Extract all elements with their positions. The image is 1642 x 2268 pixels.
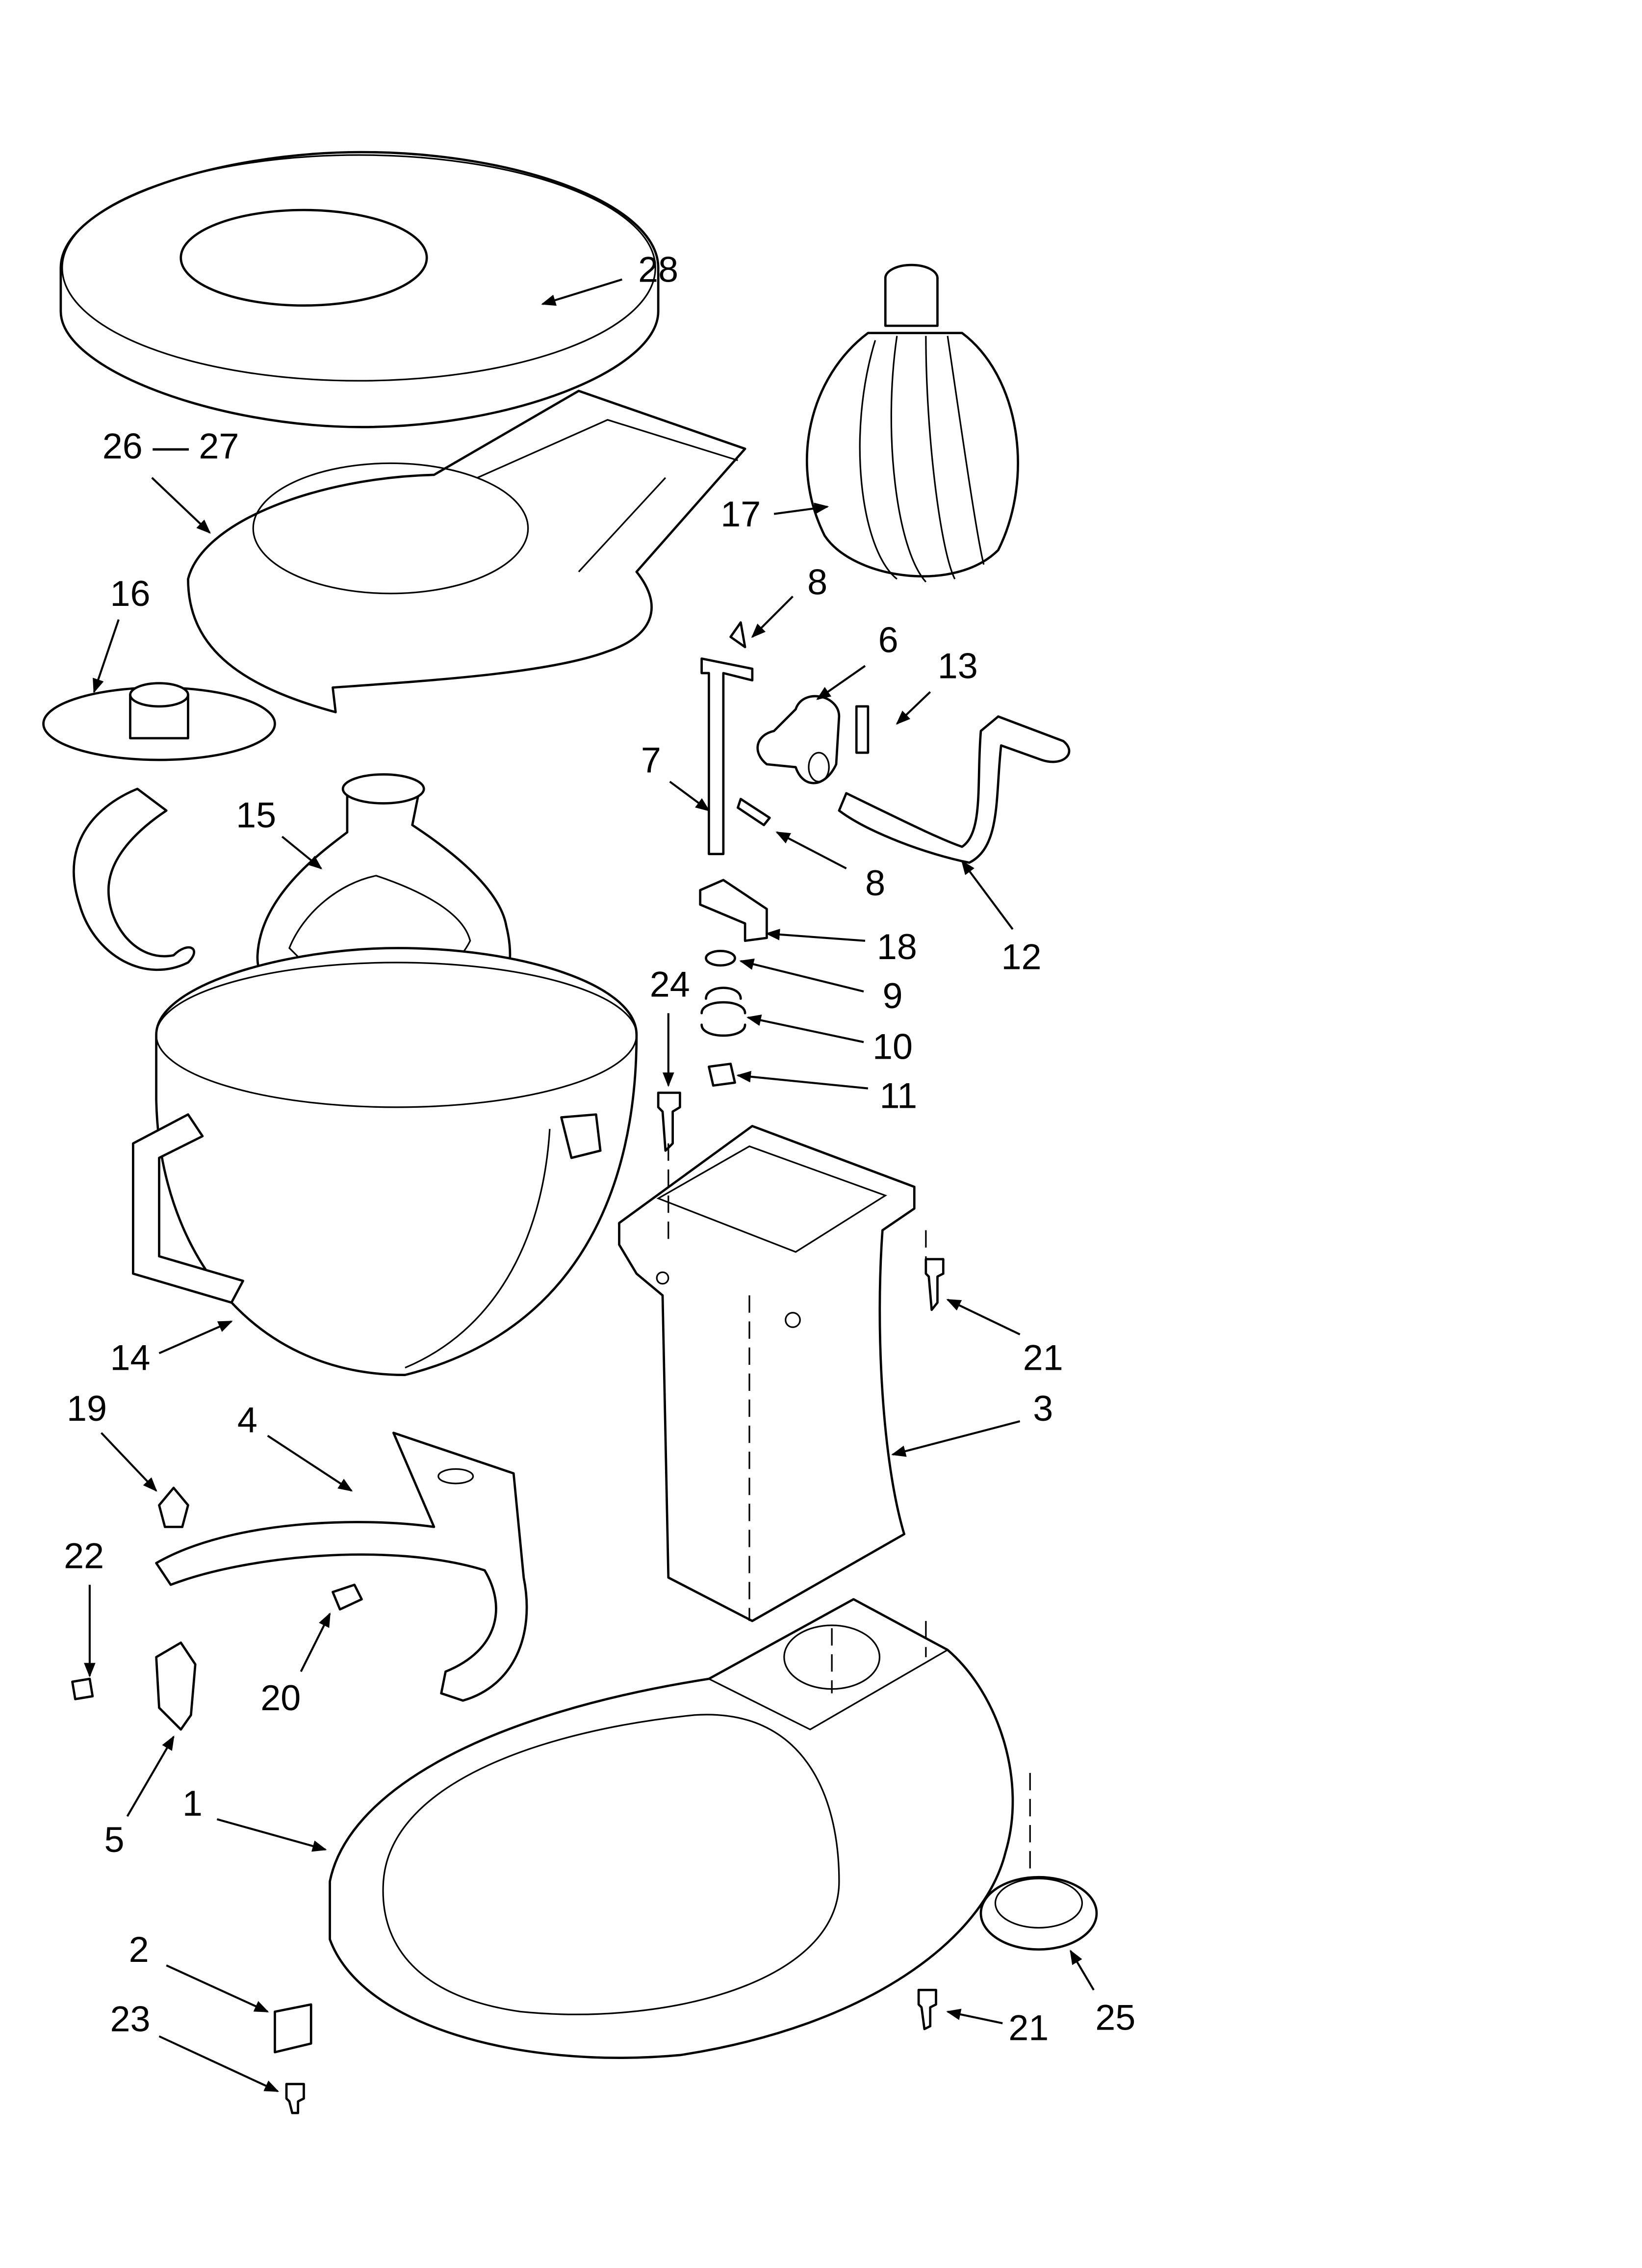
callout-28: 28 xyxy=(638,249,678,289)
callout-14: 14 xyxy=(110,1337,150,1378)
part-8-retaining-pin-upper xyxy=(729,621,746,649)
part-26-27-pouring-shield xyxy=(187,390,746,713)
callout-6: 6 xyxy=(878,620,898,660)
part-28-bowl-cover-ring xyxy=(59,151,660,428)
callout-4: 4 xyxy=(237,1399,257,1440)
callout-11: 11 xyxy=(880,1075,918,1116)
callout-16: 16 xyxy=(110,573,150,614)
part-20-screw xyxy=(332,1583,363,1611)
callout-8-upper: 8 xyxy=(807,562,827,602)
callout-21-upper: 21 xyxy=(1023,1337,1063,1378)
part-9-washer xyxy=(705,949,736,967)
part-19-bumper xyxy=(158,1486,189,1528)
part-25-foot xyxy=(979,1876,1098,1951)
callout-19: 19 xyxy=(67,1388,107,1429)
callout-7: 7 xyxy=(641,739,661,780)
part-22-screw xyxy=(71,1677,94,1700)
part-21-screw-upper xyxy=(924,1258,945,1311)
part-21-screw-lower xyxy=(917,1988,937,2031)
part-24-screw xyxy=(657,1092,681,1152)
part-18-bracket xyxy=(699,879,768,942)
part-6-lever xyxy=(756,695,841,784)
callout-8-lower: 8 xyxy=(865,862,885,903)
leader-lines xyxy=(84,278,1095,2092)
callout-15: 15 xyxy=(236,794,276,835)
callout-20: 20 xyxy=(260,1677,301,1718)
part-23-screw xyxy=(285,2083,305,2114)
callout-13: 13 xyxy=(938,646,978,686)
part-7-hinge-pin xyxy=(700,657,754,856)
part-11-nut xyxy=(708,1063,736,1087)
callout-26-27: 26 — 27 xyxy=(103,425,239,466)
callout-24: 24 xyxy=(650,964,690,1005)
callout-1: 1 xyxy=(182,1783,203,1824)
callout-labels: 28 26 — 27 17 16 8 6 13 7 8 15 12 18 9 2… xyxy=(64,249,1135,2048)
callout-5: 5 xyxy=(104,1819,125,1860)
callout-9: 9 xyxy=(883,975,903,1016)
part-1-base xyxy=(329,1598,1031,2059)
part-14-mixing-bowl xyxy=(132,947,638,1376)
callout-22: 22 xyxy=(64,1536,104,1576)
part-17-wire-whip xyxy=(806,263,1019,583)
part-12-crank-handle xyxy=(838,715,1071,864)
callout-3: 3 xyxy=(1033,1388,1053,1429)
callout-10: 10 xyxy=(872,1026,913,1067)
part-3-column xyxy=(618,1124,927,1622)
part-5-clamp xyxy=(155,1641,197,1731)
part-8-retaining-pin-lower xyxy=(737,798,771,827)
callout-18: 18 xyxy=(877,926,917,967)
part-10-spring xyxy=(700,987,746,1037)
part-2-foot xyxy=(274,2003,312,2054)
part-4-bowl-support xyxy=(155,1432,528,1702)
part-13-pin xyxy=(855,705,870,754)
callout-23: 23 xyxy=(110,1999,150,2039)
callout-12: 12 xyxy=(1001,937,1042,977)
callout-2: 2 xyxy=(129,1929,149,1970)
callout-21-lower: 21 xyxy=(1008,2007,1049,2048)
callout-17: 17 xyxy=(720,494,761,534)
part-16-dough-hook xyxy=(42,682,276,971)
callout-25: 25 xyxy=(1095,1997,1135,2038)
